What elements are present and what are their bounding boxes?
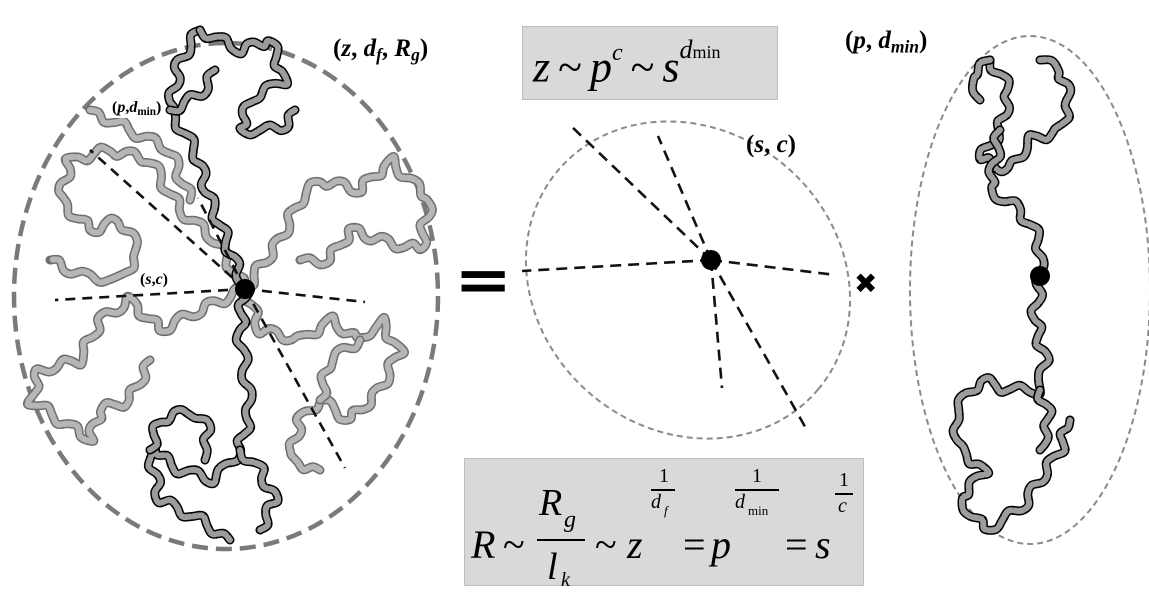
chain-segment-fill [237,447,282,533]
star-line [54,287,246,302]
label-star-left: (s,c) [140,271,168,288]
star-line [521,258,712,273]
chain-segment-fill [240,286,408,473]
chain-segment-fill [47,144,249,292]
chain-segment-fill [242,153,436,292]
star-line [710,258,837,277]
chain-segment-fill [317,337,363,403]
star-line [89,149,246,290]
chain-segment-fill [87,107,195,203]
chain-segment-fill [950,127,1073,534]
label-path-right: (p, dmin) [845,27,928,57]
star-line [196,197,247,290]
backbone-chain-right [948,55,1076,535]
center-node-left [235,279,255,299]
center-node-right [1030,266,1050,286]
chain-segment-fill [167,67,218,115]
label-star-middle: (s, c) [746,131,796,158]
center-node-middle [701,250,721,270]
formula-scaling-box: z~pc~sdmin [522,26,778,100]
star-lines-left [54,149,366,469]
star-line [656,135,713,261]
formula-radius-box: R ~ R g l k ~ z 1 d f = p 1 d min = s 1 [464,458,864,591]
star-ellipse [524,120,852,440]
star-line [569,124,712,261]
star-line [709,259,724,389]
backbone-chain-left [143,25,300,545]
label-whole-params: (z, df, Rg) [333,35,429,65]
star-lines-middle [521,124,837,433]
branch-chains [22,105,437,475]
path-ellipse [909,35,1149,545]
chain-segment-fill [197,27,298,138]
chain-segment-fill [24,284,248,445]
star-line [244,287,366,304]
chain-segment-fill [1034,387,1055,453]
times-symbol: ✖ [854,267,878,300]
chain-segment-fill [976,56,1074,175]
chain-segment [948,125,1075,535]
chain-segment-fill [145,27,256,543]
chain-segment-fill [147,406,214,463]
whole-polymer-ellipse [11,40,441,552]
chain-segment-fill [969,57,993,103]
label-path-left: (p,dmin) [112,99,162,118]
star-line [243,288,347,469]
star-line [709,259,810,433]
equals-symbol: = [454,245,513,315]
formula-radius: R ~ R g l k ~ z 1 d f = p 1 d min = s 1 [465,459,863,591]
